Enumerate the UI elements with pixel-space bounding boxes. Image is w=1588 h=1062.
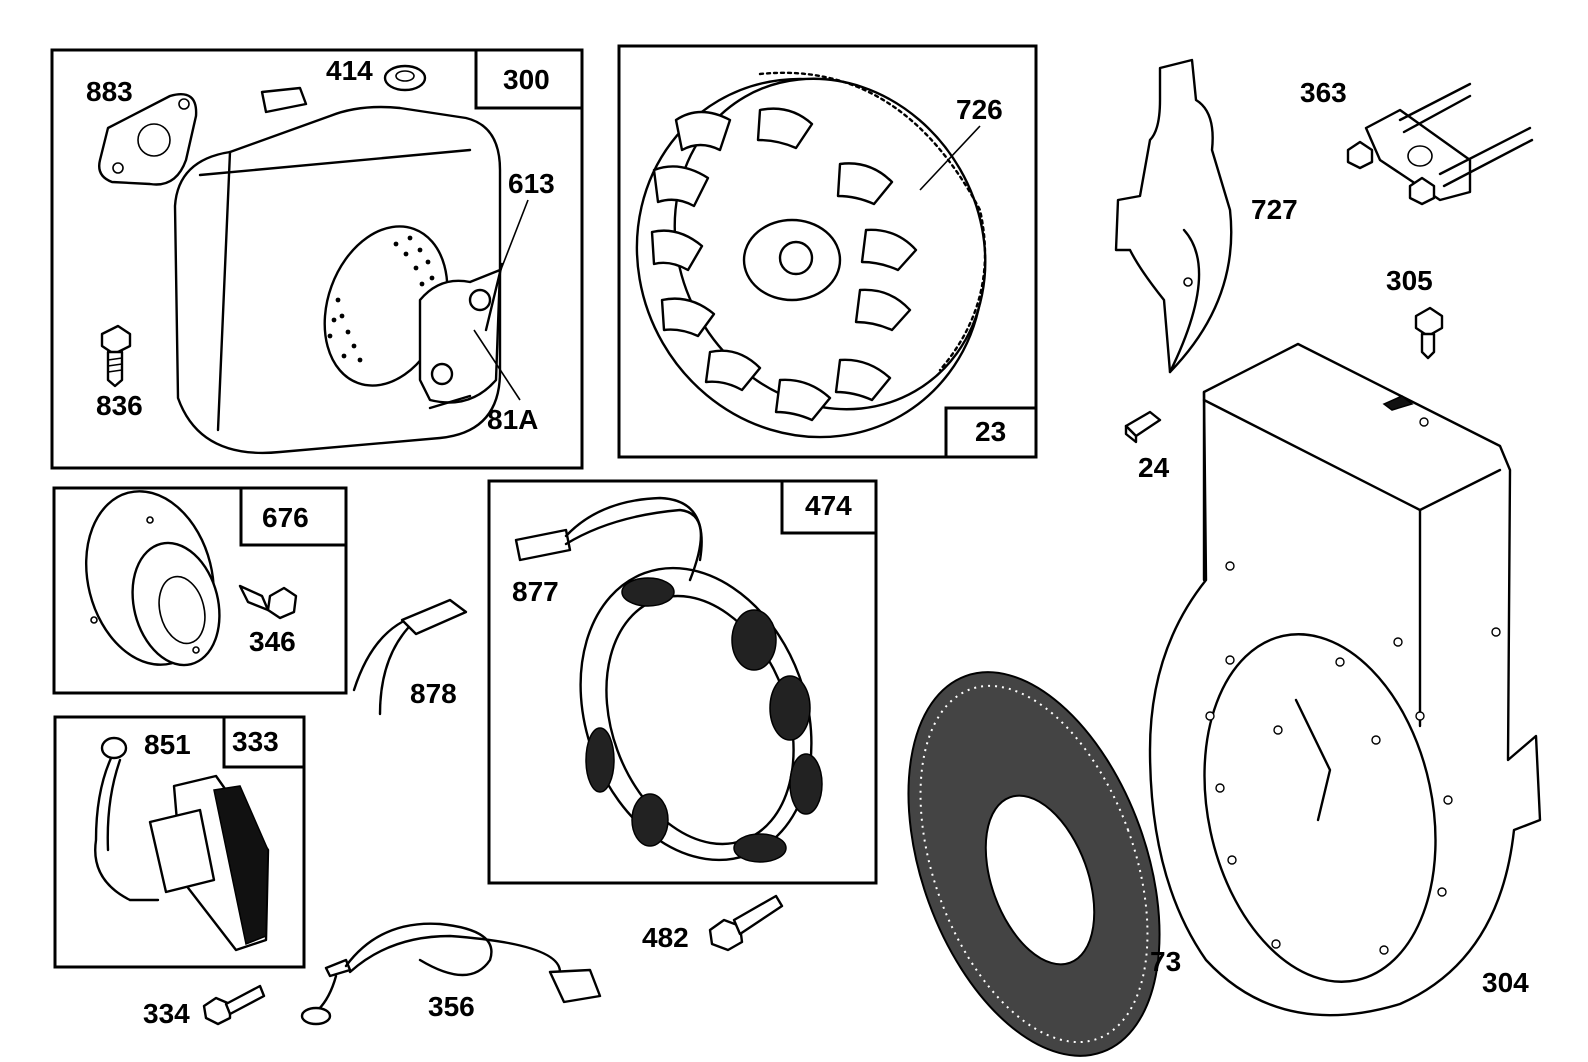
- flywheel-leader: [919, 125, 981, 191]
- screw-334-part: [202, 984, 266, 1026]
- stator-part: [579, 566, 823, 863]
- gasket-label: 883: [86, 76, 133, 107]
- gasket-part: [98, 93, 198, 186]
- connector-877-label: 877: [512, 576, 559, 607]
- ground-wire-part: [300, 922, 602, 1026]
- bearing-group-box: [52, 486, 348, 695]
- shield-part: [1114, 58, 1233, 374]
- deflector-leader: [499, 199, 529, 273]
- lock-plate-label: 81A: [487, 404, 539, 435]
- muffler-group-label: 300: [503, 64, 550, 95]
- screw-482-label: 482: [642, 922, 689, 953]
- connector-878-part: [352, 598, 468, 716]
- nut-label: 414: [326, 55, 373, 86]
- connector-878-label: 878: [410, 678, 457, 709]
- flywheel-group-tag: [944, 406, 1038, 459]
- flywheel-group-box: [617, 44, 1038, 459]
- blower-housing-label: 304: [1482, 967, 1529, 998]
- screen-part: [907, 671, 1161, 1057]
- screw-334-label: 334: [143, 998, 190, 1029]
- screw-305-part: [1414, 306, 1444, 360]
- muffler-group-box: [50, 48, 584, 470]
- bracket-label: 363: [1300, 77, 1347, 108]
- screw-482-part: [708, 894, 784, 952]
- muffler-group-tag: [474, 48, 584, 110]
- flywheel-label: 726: [956, 94, 1003, 125]
- stator-group-box: [487, 479, 878, 885]
- key-part: [1124, 410, 1162, 444]
- spark-plug-boot-label: 851: [144, 729, 191, 760]
- muffler-part: [173, 86, 504, 455]
- flywheel-group-label: 23: [975, 416, 1007, 447]
- shield-label: 727: [1251, 194, 1298, 225]
- key-label: 24: [1138, 452, 1170, 483]
- muffler-screw-label: 836: [96, 390, 143, 421]
- screw-346-label: 346: [249, 626, 296, 657]
- bearing-group-tag: [239, 486, 348, 547]
- stator-group-tag: [780, 479, 878, 535]
- armature-group-box: [53, 715, 306, 969]
- deflector-label: 613: [508, 168, 555, 199]
- screen-label: 73: [1150, 946, 1182, 977]
- screw-305-label: 305: [1386, 265, 1433, 296]
- lock-plate-leader: [473, 329, 521, 401]
- blower-housing-part: [1148, 342, 1542, 1017]
- armature-part: [94, 736, 270, 952]
- armature-group-label: 333: [232, 726, 279, 757]
- bearing-group-label: 676: [262, 502, 309, 533]
- muffler-screw-part: [100, 324, 132, 388]
- stator-group-label: 474: [805, 490, 852, 521]
- bearing-part: [84, 490, 221, 667]
- flywheel-part: [635, 71, 987, 439]
- bracket-part: [1346, 82, 1534, 206]
- armature-group-tag: [222, 715, 306, 769]
- nut-part: [383, 64, 427, 92]
- screw-346-part: [238, 584, 298, 620]
- ground-wire-label: 356: [428, 991, 475, 1022]
- connector-877-part: [514, 496, 703, 582]
